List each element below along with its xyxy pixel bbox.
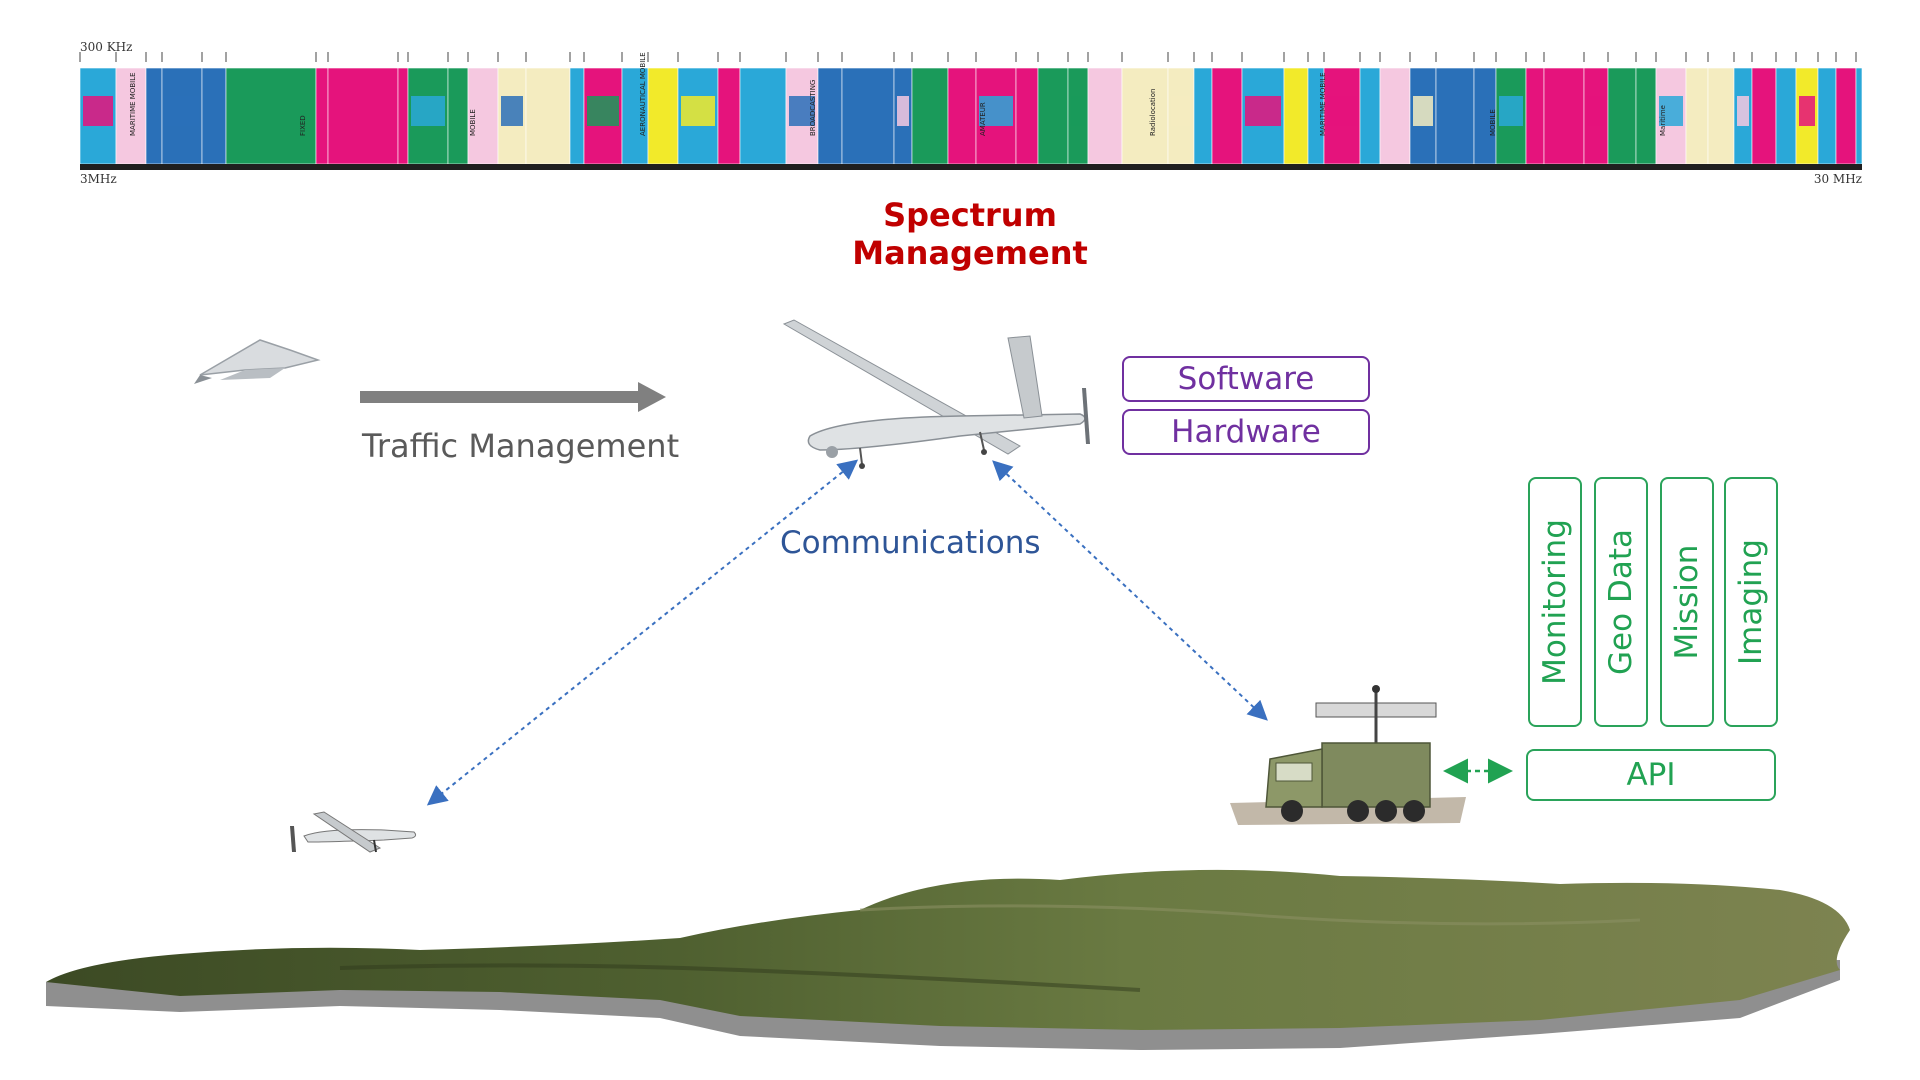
spectrum-band: [1379, 67, 1411, 165]
spectrum-band-label: MARITIME MOBILE: [1319, 72, 1327, 136]
spectrum-subband: [1659, 96, 1683, 126]
api-box: API: [1526, 749, 1776, 801]
spectrum-subband: [1737, 96, 1749, 126]
spectrum-subband: [681, 96, 715, 126]
spectrum-subband: [1071, 96, 1085, 126]
spectrum-band-label: Maritime: [1659, 105, 1667, 136]
spectrum-band: [225, 67, 317, 165]
geo-data-box: Geo Data: [1594, 477, 1648, 727]
spectrum-band-label: Radiolocation: [1149, 89, 1157, 136]
spectrum-band: [1543, 67, 1585, 165]
frequency-spectrum-chart: MARITIME MOBILE FIXED MOBILE AERONAUTICAL M…: [79, 40, 1863, 186]
link-drone-to-distant-drone: [426, 459, 859, 806]
spectrum-subband: [1327, 96, 1357, 126]
spectrum-end-label: 30 MHz: [1813, 172, 1862, 186]
imaging-box: Imaging: [1724, 477, 1778, 727]
software-label: Software: [1177, 361, 1315, 397]
api-label: API: [1626, 757, 1676, 793]
spectrum-top-left-label: 300 KHz: [80, 40, 133, 54]
hardware-label: Hardware: [1171, 414, 1321, 450]
spectrum-subband: [587, 96, 619, 126]
spectrum-band: [467, 67, 499, 165]
spectrum-subband: [1171, 96, 1191, 126]
spectrum-band: [327, 67, 399, 165]
spectrum-subband: [165, 96, 199, 126]
hardware-box: Hardware: [1122, 409, 1370, 455]
traffic-arrow-icon: [360, 382, 666, 412]
spectrum-bands: MARITIME MOBILE FIXED MOBILE AERONAUTICAL M…: [79, 46, 1863, 170]
traffic-management-label: Traffic Management: [362, 427, 680, 465]
spectrum-band: [1607, 67, 1637, 165]
spectrum-band: [1121, 67, 1169, 165]
mission-label: Mission: [1669, 544, 1705, 660]
spectrum-subband: [979, 96, 1013, 126]
spectrum-band: [525, 67, 571, 165]
distant-drone-icon: [290, 811, 417, 853]
spectrum-band: [841, 67, 895, 165]
spectrum-band: [1037, 67, 1069, 165]
spectrum-band: [1283, 67, 1309, 165]
spectrum-band: [201, 67, 227, 165]
spectrum-band: [947, 67, 977, 165]
monitoring-label: Monitoring: [1537, 519, 1573, 685]
spectrum-band: [1751, 67, 1777, 165]
spectrum-band-label: AMATEUR: [979, 102, 987, 136]
spectrum-subband: [501, 96, 523, 126]
spectrum-subband: [789, 96, 815, 126]
spectrum-band: [1087, 67, 1123, 165]
spectrum-subband: [1499, 96, 1523, 126]
spectrum-subband: [1799, 96, 1815, 126]
spectrum-subband: [411, 96, 445, 126]
link-drone-to-ground-station: [992, 460, 1268, 721]
spectrum-band: [911, 67, 949, 165]
spectrum-band-label: AERONAUTICAL MOBILE: [639, 52, 647, 136]
spectrum-subband: [83, 96, 113, 126]
spectrum-band-label: MOBILE: [1489, 109, 1497, 136]
spectrum-band-label: BROADCASTING: [809, 80, 817, 136]
software-box: Software: [1122, 356, 1370, 402]
spectrum-management-title: Spectrum Management: [852, 196, 1088, 272]
geo-data-label: Geo Data: [1603, 529, 1639, 675]
spectrum-subband: [897, 96, 909, 126]
spectrum-band: [621, 67, 649, 165]
spectrum-band: [817, 67, 843, 165]
terrain-map-icon: [46, 869, 1850, 1050]
imaging-label: Imaging: [1733, 539, 1769, 665]
spectrum-subband: [1245, 96, 1281, 126]
spectrum-subband: [1587, 96, 1605, 126]
spectrum-baseline: [80, 164, 1862, 170]
radar-truck-icon: [1230, 685, 1466, 825]
spectrum-subband: [1413, 96, 1433, 126]
reaper-drone-icon: [782, 319, 1090, 469]
spectrum-start-label: 3MHz: [80, 172, 117, 186]
mission-box: Mission: [1660, 477, 1714, 727]
spectrum-band-label: FIXED: [299, 115, 307, 136]
spectrum-band-label: MOBILE: [469, 109, 477, 136]
small-drone-icon: [194, 339, 321, 384]
monitoring-box: Monitoring: [1528, 477, 1582, 727]
spectrum-band-label: MARITIME MOBILE: [129, 72, 137, 136]
spectrum-band: [647, 67, 679, 165]
